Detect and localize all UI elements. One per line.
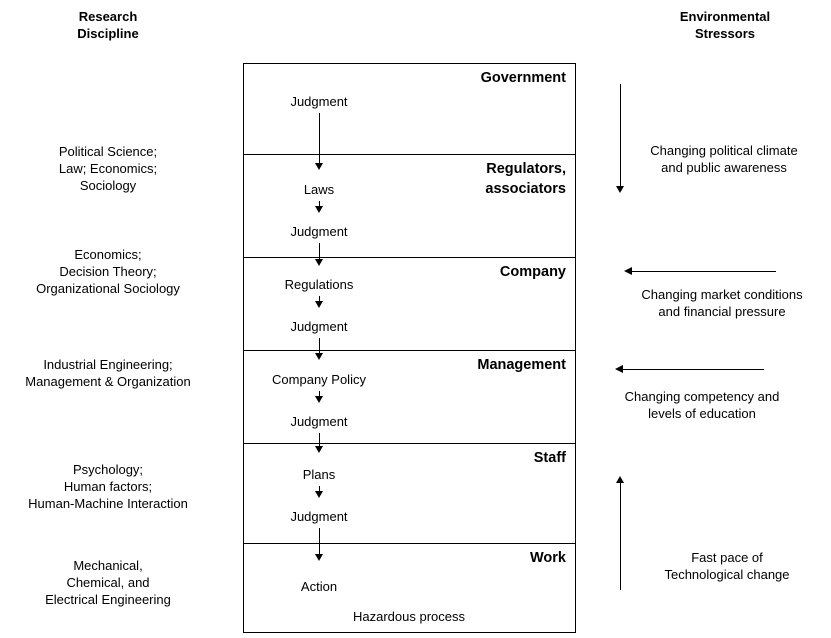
level-band-work[interactable]: Work xyxy=(244,543,575,632)
flow-label-judgment-1: Judgment xyxy=(290,94,348,109)
stressor-market-conditions: Changing market conditions and financial… xyxy=(641,287,803,319)
flow-label-judgment-3: Judgment xyxy=(290,319,348,334)
flow-label-laws: Laws xyxy=(303,182,335,197)
flow-label-judgment-4: Judgment xyxy=(290,414,348,429)
discipline-economics: Economics; Decision Theory; Organization… xyxy=(36,247,180,296)
stressor-arrow-line-competency xyxy=(623,369,764,370)
flow-label-regulations: Regulations xyxy=(284,277,354,292)
level-band-company[interactable]: Company xyxy=(244,257,575,350)
flow-arrow-line-5 xyxy=(319,338,320,356)
level-band-regulators[interactable]: Regulators, associators xyxy=(244,154,575,257)
flow-arrow-head-9 xyxy=(315,554,323,561)
level-band-management[interactable]: Management xyxy=(244,350,575,443)
stressor-arrow-line-market xyxy=(632,271,776,272)
flow-label-judgment-2: Judgment xyxy=(290,224,348,239)
flow-arrow-line-9 xyxy=(319,528,320,558)
level-title-staff: Staff xyxy=(533,450,566,467)
flow-arrow-head-4 xyxy=(315,301,323,308)
flow-label-company-policy: Company Policy xyxy=(272,372,366,387)
flow-arrow-head-8 xyxy=(315,491,323,498)
discipline-industrial-engineering: Industrial Engineering; Management & Org… xyxy=(25,357,191,389)
discipline-engineering: Mechanical, Chemical, and Electrical Eng… xyxy=(45,558,171,607)
stressor-arrow-head-technology xyxy=(616,476,624,483)
flow-label-plans: Plans xyxy=(302,467,336,482)
flow-arrow-head-3 xyxy=(315,259,323,266)
level-title-company: Company xyxy=(499,264,566,281)
level-title-regulators: Regulators, associators xyxy=(485,161,566,198)
flow-label-judgment-5: Judgment xyxy=(290,509,348,524)
flow-arrow-head-7 xyxy=(315,446,323,453)
flow-arrow-head-6 xyxy=(315,396,323,403)
stressor-political-climate: Changing political climate and public aw… xyxy=(650,143,798,175)
column-header-research-discipline: Research Discipline xyxy=(77,9,139,41)
flow-arrow-line-2 xyxy=(319,201,320,210)
stressor-arrow-head-political xyxy=(616,186,624,193)
level-title-management: Management xyxy=(477,357,566,374)
flow-arrow-head-2 xyxy=(315,206,323,213)
level-title-work: Work xyxy=(530,550,566,567)
stressor-arrow-line-technology xyxy=(620,483,621,590)
flow-arrow-line-8 xyxy=(319,486,320,495)
flow-arrow-line-1 xyxy=(319,113,320,165)
stressor-arrow-head-competency xyxy=(615,365,623,373)
stressor-arrow-line-political xyxy=(620,84,621,188)
flow-arrow-line-3 xyxy=(319,243,320,263)
flow-arrow-head-1 xyxy=(315,163,323,170)
organizational-level-stack: Government Regulators, associators Compa… xyxy=(243,63,576,633)
flow-arrow-head-5 xyxy=(315,353,323,360)
stressor-technological-change: Fast pace of Technological change xyxy=(664,550,790,582)
discipline-psychology: Psychology; Human factors; Human-Machine… xyxy=(28,462,188,511)
level-title-government: Government xyxy=(480,70,566,86)
discipline-political-science: Political Science; Law; Economics; Socio… xyxy=(58,144,158,193)
flow-arrow-line-6 xyxy=(319,391,320,400)
flow-label-action: Action xyxy=(300,579,338,594)
flow-arrow-line-7 xyxy=(319,433,320,451)
hazardous-process-label: Hazardous process xyxy=(353,609,465,624)
flow-arrow-line-4 xyxy=(319,296,320,305)
level-band-staff[interactable]: Staff xyxy=(244,443,575,543)
column-header-environmental-stressors: Environmental Stressors xyxy=(679,9,771,41)
stressor-arrow-head-market xyxy=(624,267,632,275)
level-band-government[interactable]: Government xyxy=(244,64,575,154)
stressor-competency: Changing competency and levels of educat… xyxy=(624,389,780,421)
